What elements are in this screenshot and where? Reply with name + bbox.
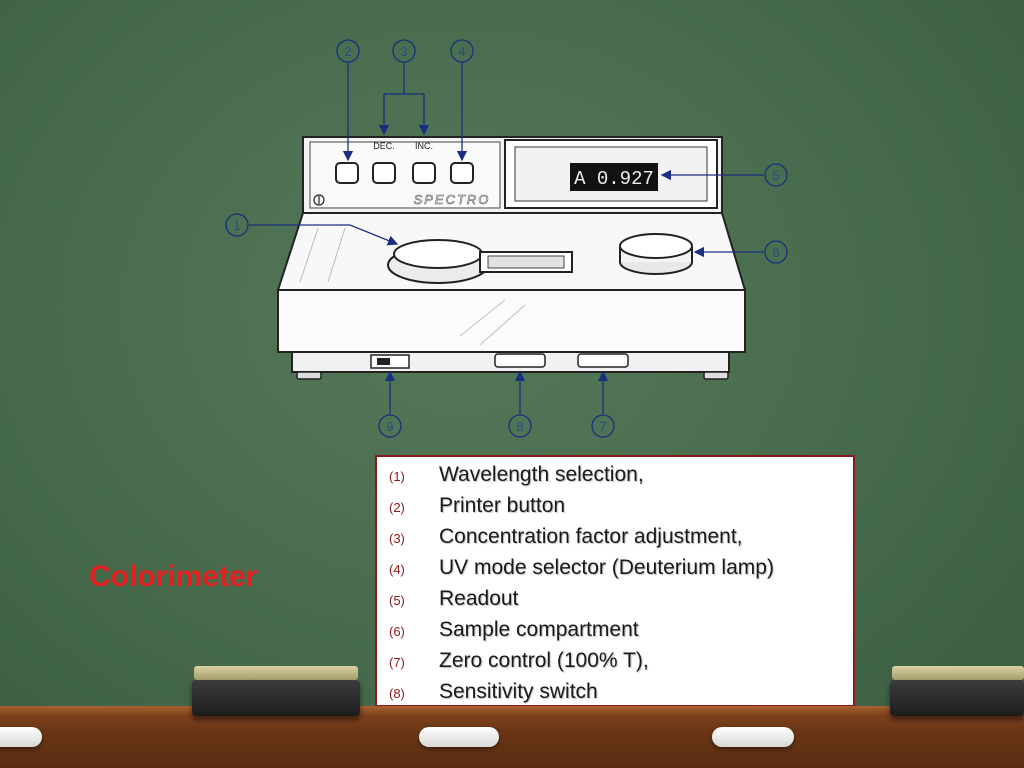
legend-item-number: (7) — [389, 655, 405, 670]
front-buttons: DEC. INC. SPECTRO — [313, 141, 491, 207]
chalk-piece — [0, 727, 42, 747]
chalk-ledge-lip — [0, 706, 1024, 716]
chalk-piece — [419, 727, 499, 747]
inc-label: INC. — [415, 141, 433, 151]
inc-button[interactable] — [412, 162, 436, 184]
callout-9-label: 9 — [386, 419, 393, 434]
callout-9 — [378, 414, 402, 438]
legend-item-number: (3) — [389, 531, 405, 546]
callout-8-label: 8 — [516, 419, 523, 434]
dec-label: DEC. — [373, 141, 395, 151]
legend-item-label: Zero control (100% T), — [439, 649, 649, 672]
chalk-ledge — [0, 706, 1024, 768]
readout-value: A 0.927 — [574, 168, 654, 190]
legend-item-number: (1) — [389, 469, 405, 484]
dec-button[interactable] — [372, 162, 396, 184]
uv-mode-button[interactable] — [450, 162, 474, 184]
callout-2-label: 2 — [344, 44, 351, 59]
zero-control-knob[interactable] — [577, 353, 629, 368]
callout-7 — [591, 414, 615, 438]
callout-4 — [450, 39, 474, 63]
printer-button[interactable] — [335, 162, 359, 184]
slide-title: Colorimeter — [89, 560, 258, 593]
legend-item-number: (2) — [389, 500, 405, 515]
legend-item-label: Wavelength selection, — [439, 463, 644, 486]
legend-item-number: (6) — [389, 624, 405, 639]
readout-display — [570, 163, 658, 191]
callout-5-label: 5 — [772, 168, 779, 183]
eraser-left — [192, 680, 360, 716]
legend-item-number: (4) — [389, 562, 405, 577]
callout-2 — [336, 39, 360, 63]
sensitivity-switch[interactable] — [494, 353, 546, 368]
callout-1-label: 1 — [233, 218, 240, 233]
callout-6-label: 6 — [772, 245, 779, 260]
callout-5 — [764, 163, 788, 187]
legend-item-number: (8) — [389, 686, 405, 701]
callout-6 — [764, 240, 788, 264]
callout-4-label: 4 — [458, 44, 465, 59]
legend-box: (1) Wavelength selection, (2) Printer bu… — [375, 455, 855, 707]
callout-1 — [225, 213, 249, 237]
legend-item-number: (5) — [389, 593, 405, 608]
callout-3 — [392, 39, 416, 63]
legend-item-label: Concentration factor adjustment, — [439, 525, 743, 548]
readout-window: A 0.927 — [504, 139, 718, 209]
power-icon — [313, 194, 325, 206]
legend-item-label: Sensitivity switch — [439, 680, 598, 703]
legend-item-label: Sample compartment — [439, 618, 639, 641]
callout-markers: 1 2 3 4 5 6 7 8 9 — [225, 39, 788, 438]
legend-item-label: Printer button — [439, 494, 566, 517]
instrument-lower-body — [277, 289, 746, 380]
eraser-right — [890, 680, 1024, 716]
legend-item-label: Readout — [439, 587, 519, 610]
leader-lines — [249, 62, 764, 414]
callout-8 — [508, 414, 532, 438]
eraser-right-felt — [892, 666, 1024, 680]
eraser-left-felt — [194, 666, 358, 680]
callout-7-label: 7 — [599, 419, 606, 434]
legend-item-label: UV mode selector (Deuterium lamp) — [439, 556, 774, 579]
callout-3-label: 3 — [400, 44, 407, 59]
chalk-piece — [712, 727, 794, 747]
brand-logo: SPECTRO — [414, 192, 491, 207]
